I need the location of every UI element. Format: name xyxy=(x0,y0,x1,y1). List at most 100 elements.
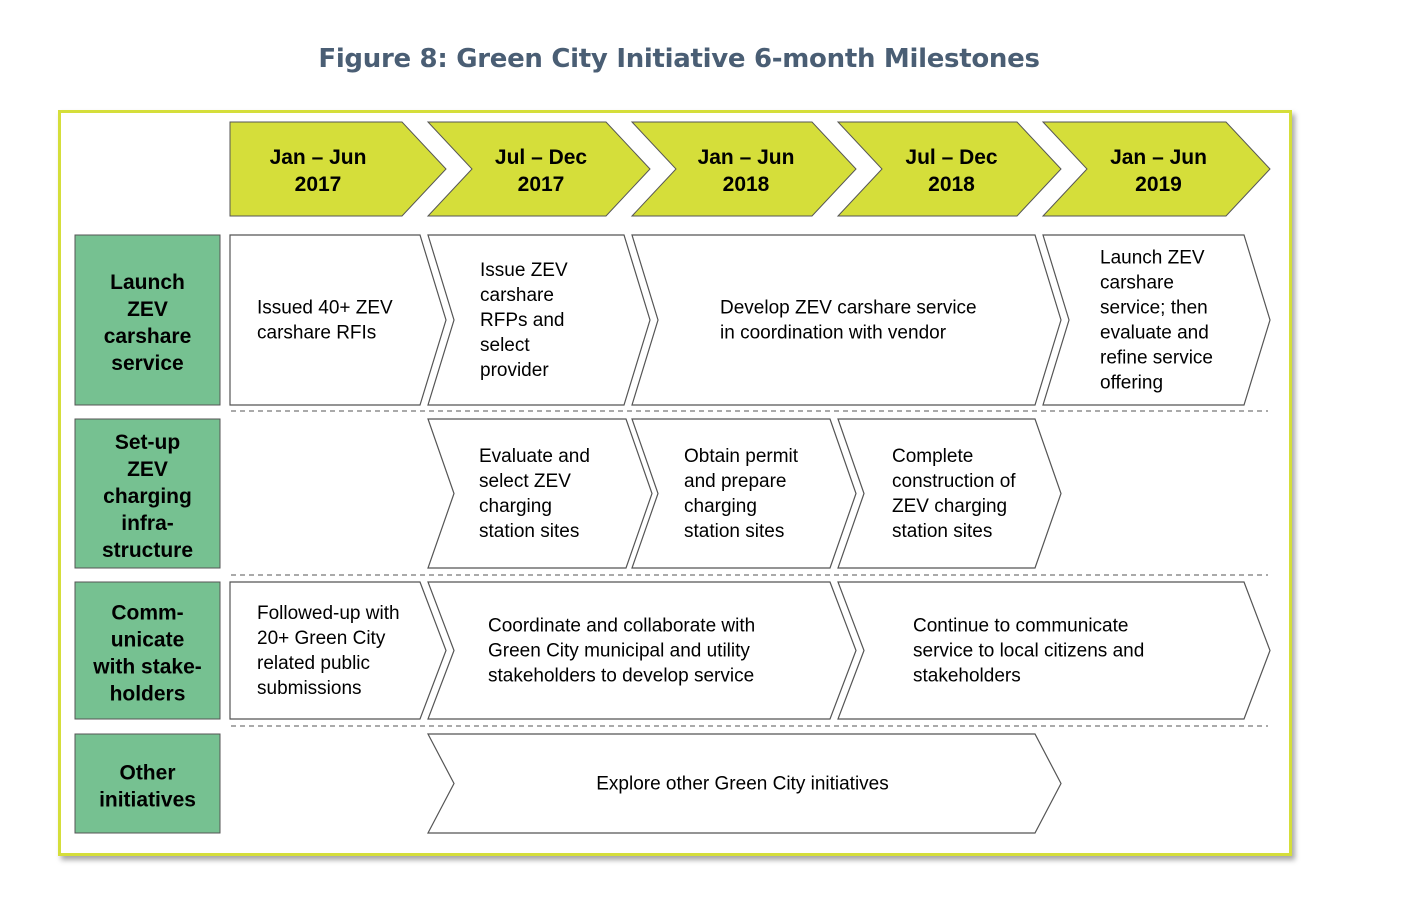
row-label-4-line: Other xyxy=(119,761,175,784)
milestone-text-10-line: Continue to communicate xyxy=(913,615,1128,636)
milestone-text-4-line: service; then xyxy=(1100,297,1208,318)
period-header-5 xyxy=(1041,121,1271,217)
milestone-text-8-line: submissions xyxy=(257,678,362,699)
milestone-1 xyxy=(229,234,447,406)
milestone-text-6: Obtain permit and prepare charging station … xyxy=(684,446,799,542)
period-label-line: Jan – Jun xyxy=(270,146,367,169)
milestone-text-10-line: stakeholders xyxy=(913,665,1021,686)
milestone-11 xyxy=(427,733,1062,834)
milestone-text-2-line: select xyxy=(480,335,530,356)
period-label-line: Jul – Dec xyxy=(905,146,998,169)
milestone-text-7-line: Complete xyxy=(892,446,973,467)
row-label-3-line: holders xyxy=(110,682,186,705)
milestone-text-1-line: carshare RFIs xyxy=(257,322,376,343)
milestone-text-9-line: Coordinate and collaborate with xyxy=(488,615,755,636)
period-label-line: Jan – Jun xyxy=(698,146,795,169)
period-header-1 xyxy=(229,121,447,217)
row-label-2-line: Set-up xyxy=(115,431,180,454)
milestone-text-6-line: station sites xyxy=(684,521,784,542)
milestone-text-6-line: charging xyxy=(684,496,757,517)
milestone-text-4-line: refine service xyxy=(1100,347,1213,368)
period-label-1: Jan – Jun 2017 xyxy=(270,146,367,196)
row-label-4-line: initiatives xyxy=(99,788,196,811)
milestone-text-4-line: Launch ZEV xyxy=(1100,247,1205,268)
milestone-text-5-line: charging xyxy=(479,496,552,517)
period-label-line: Jan – Jun xyxy=(1110,146,1207,169)
period-label-line: 2019 xyxy=(1135,173,1182,196)
milestone-text-8-line: 20+ Green City xyxy=(257,628,386,649)
period-label-4: Jul – Dec 2018 xyxy=(905,146,998,196)
row-label-3: Comm-unicate with stake-holders xyxy=(92,601,202,705)
period-header-2 xyxy=(426,121,651,217)
milestone-text-1-line: Issued 40+ ZEV xyxy=(257,297,393,318)
row-label-box-1 xyxy=(74,234,221,406)
milestone-text-11: Explore other Green City initiatives xyxy=(596,773,889,794)
row-label-2-line: infra- xyxy=(121,512,174,535)
milestone-text-8: Followed-up with 20+ Green City related pu… xyxy=(257,603,400,699)
milestone-text-5: Evaluate and select ZEV charging station si… xyxy=(479,446,590,542)
row-label-box-3 xyxy=(74,581,221,720)
milestone-text-8-line: Followed-up with xyxy=(257,603,400,624)
row-label-box-4 xyxy=(74,733,221,834)
milestone-text-4-line: offering xyxy=(1100,372,1163,393)
milestone-text-5-line: station sites xyxy=(479,521,579,542)
milestone-text-8-line: related public xyxy=(257,653,370,674)
milestone-text-7-line: ZEV charging xyxy=(892,496,1007,517)
row-label-1-line: ZEV xyxy=(127,298,168,321)
period-label-line: 2017 xyxy=(518,173,565,196)
milestone-text-2-line: carshare xyxy=(480,285,554,306)
milestone-text-2-line: provider xyxy=(480,360,549,381)
row-label-3-line: unicate xyxy=(111,628,185,651)
row-label-3-line: Comm- xyxy=(111,601,183,624)
milestone-text-6-line: Obtain permit xyxy=(684,446,799,467)
milestone-6 xyxy=(631,418,857,569)
row-label-2-line: charging xyxy=(103,485,192,508)
milestone-4 xyxy=(1042,234,1271,406)
period-label-line: 2017 xyxy=(295,173,342,196)
row-label-1-line: carshare xyxy=(104,325,192,348)
row-label-2-line: structure xyxy=(102,539,193,562)
milestone-text-9-line: stakeholders to develop service xyxy=(488,665,754,686)
period-label-2: Jul – Dec 2017 xyxy=(495,146,588,196)
milestone-text-7-line: station sites xyxy=(892,521,992,542)
period-label-line: 2018 xyxy=(928,173,975,196)
milestone-text-3-line: in coordination with vendor xyxy=(720,322,947,343)
row-label-3-line: with stake- xyxy=(92,655,202,678)
period-label-line: 2018 xyxy=(723,173,770,196)
milestone-text-4: Launch ZEV carshare service; then evaluate … xyxy=(1100,247,1213,393)
milestone-text-2-line: RFPs and xyxy=(480,310,564,331)
row-label-1-line: service xyxy=(111,352,183,375)
figure-title: Figure 8: Green City Initiative 6-month … xyxy=(318,44,1040,74)
milestone-3 xyxy=(631,234,1062,406)
milestone-text-5-line: select ZEV xyxy=(479,471,571,492)
period-label-3: Jan – Jun 2018 xyxy=(698,146,795,196)
milestone-2 xyxy=(427,234,651,406)
period-label-line: Jul – Dec xyxy=(495,146,588,169)
row-label-4: Other initiatives xyxy=(99,761,196,811)
period-label-5: Jan – Jun 2019 xyxy=(1110,146,1207,196)
milestone-text-4-line: evaluate and xyxy=(1100,322,1209,343)
period-header-3 xyxy=(630,121,857,217)
milestone-text-10-line: service to local citizens and xyxy=(913,640,1144,661)
row-label-2-line: ZEV xyxy=(127,458,168,481)
milestone-text-9-line: Green City municipal and utility xyxy=(488,640,750,661)
milestone-text-5-line: Evaluate and xyxy=(479,446,590,467)
row-label-box-2 xyxy=(74,418,221,569)
milestone-9 xyxy=(427,581,857,720)
milestone-text-2-line: Issue ZEV xyxy=(480,260,568,281)
milestone-text-6-line: and prepare xyxy=(684,471,786,492)
milestone-8 xyxy=(229,581,447,720)
period-header-4 xyxy=(836,121,1062,217)
milestone-text-11-line: Explore other Green City initiatives xyxy=(596,773,889,794)
milestone-text-10: Continue to communicate service to local … xyxy=(913,615,1144,686)
milestone-text-1: Issued 40+ ZEV carshare RFIs xyxy=(257,297,393,343)
milestone-text-4-line: carshare xyxy=(1100,272,1174,293)
milestone-7 xyxy=(837,418,1062,569)
